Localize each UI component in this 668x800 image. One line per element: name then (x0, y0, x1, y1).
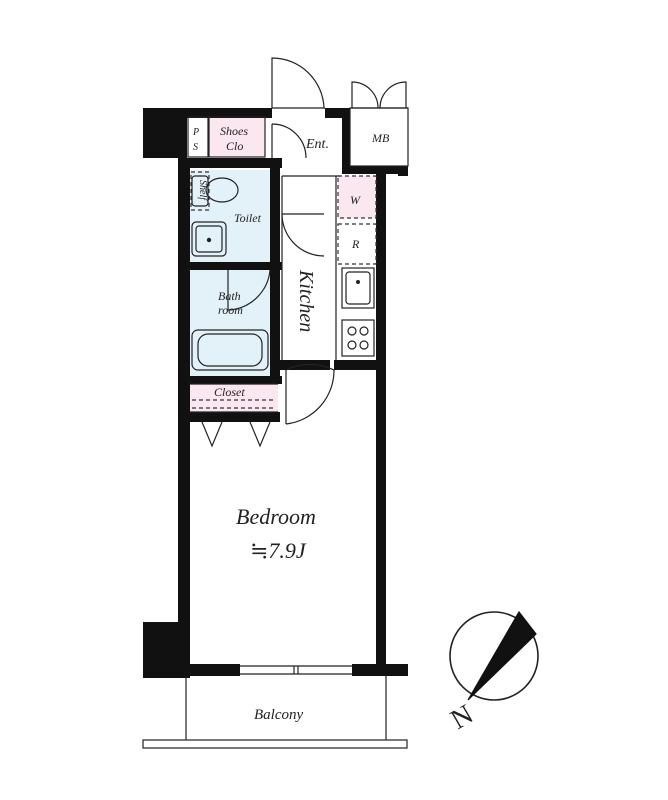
north-label: N (446, 699, 479, 736)
washer-space (337, 175, 377, 219)
pipe-space-p-label: P (192, 127, 199, 138)
balcony (142, 676, 408, 749)
north-arrow-icon (468, 612, 536, 700)
shoes-closet-area (209, 117, 265, 157)
balcony-label: Balcony (254, 707, 303, 723)
pipe-space-s-label: S (193, 142, 198, 153)
bathroom-area (190, 270, 270, 378)
bathroom-label-1: Bath (218, 289, 241, 303)
toilet-label: Toilet (234, 211, 262, 225)
shoes-closet-door (271, 123, 307, 159)
kitchen-stove (341, 319, 375, 357)
refrigerator-label: R (351, 237, 360, 251)
kitchen-sink (341, 267, 375, 309)
bathroom-door (227, 269, 271, 311)
closet-area (190, 384, 278, 412)
shelf-label: Shelf (197, 180, 208, 201)
bedroom-label: Bedroom (236, 504, 316, 529)
closet-label: Closet (214, 385, 245, 399)
bathtub (191, 329, 269, 371)
washer-area (338, 176, 376, 218)
entrance-label: Ent. (305, 137, 329, 152)
compass: N (446, 610, 539, 736)
shoes-closet (208, 116, 266, 158)
bedroom-size-label: ≒7.9J (250, 538, 307, 563)
kitchen-label: Kitchen (295, 269, 317, 332)
shoes-closet-label-1: Shoes (220, 124, 248, 138)
entrance-door (271, 57, 325, 109)
meter-box-label: MB (371, 131, 390, 145)
balcony-window (240, 665, 352, 675)
shoes-closet-label-2: Clo (226, 139, 243, 153)
bedroom-door (285, 363, 335, 425)
toilet-fixture (190, 171, 239, 257)
closet-doors (201, 421, 271, 448)
meter-box-doors (351, 81, 407, 109)
bathroom-label-2: room (218, 303, 243, 317)
washer-label: W (350, 193, 361, 207)
toilet-area (190, 170, 270, 262)
walls (143, 108, 408, 678)
toilet-door (281, 213, 325, 257)
refrigerator-space (337, 223, 377, 265)
pipe-space (187, 116, 209, 158)
